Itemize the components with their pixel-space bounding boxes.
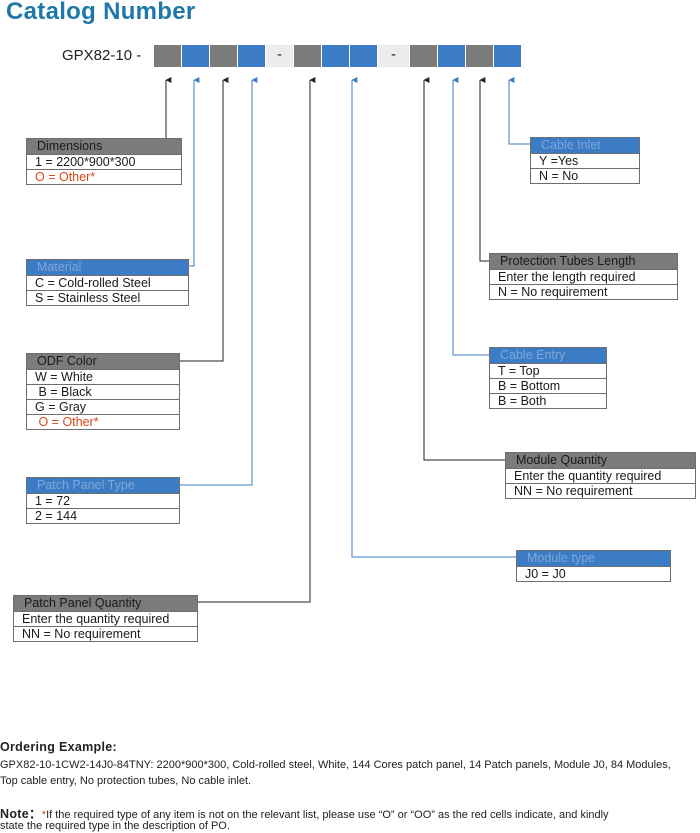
module-quantity-option: Enter the quantity required	[506, 468, 695, 483]
code-cell-patch-panel-type	[238, 45, 266, 67]
code-cell-cable-inlet	[494, 45, 522, 67]
dimensions-header: Dimensions	[27, 139, 181, 154]
code-cell-module-type	[350, 45, 378, 67]
patch-panel-type-option: 2 = 144	[27, 508, 179, 523]
patch-panel-quantity-option: Enter the quantity required	[14, 611, 197, 626]
code-cell-cable-entry	[438, 45, 466, 67]
catalog-prefix: GPX82-10 -	[62, 47, 142, 64]
connector-dimensions	[165, 77, 182, 146]
code-cell-module-qty	[410, 45, 438, 67]
patch-panel-type-option: 1 = 72	[27, 493, 179, 508]
material-box: Material C = Cold-rolled Steel S = Stain…	[26, 259, 189, 306]
dimensions-option-other: O = Other*	[27, 169, 181, 184]
code-cell-odf-color	[210, 45, 238, 67]
protection-tubes-option: Enter the length required	[490, 269, 677, 284]
connector-module-qty	[423, 77, 505, 461]
odf-color-box: ODF Color W = White B = Black G = Gray O…	[26, 353, 180, 430]
connector-patch-panel-type	[180, 77, 258, 486]
connector-material	[188, 77, 200, 267]
cable-inlet-option: N = No	[531, 168, 639, 183]
cable-entry-box: Cable Entry T = Top B = Bottom B = Both	[489, 347, 607, 409]
cable-entry-option: T = Top	[490, 363, 606, 378]
patch-panel-quantity-option: NN = No requirement	[14, 626, 197, 641]
cable-inlet-box: Cable Inlet Y =Yes N = No	[530, 137, 640, 184]
cable-entry-option: B = Both	[490, 393, 606, 408]
connector-protection-tubes	[479, 77, 489, 262]
code-cell-patch-panel-qty-2	[322, 45, 350, 67]
ordering-example-line: Top cable entry, No protection tubes, No…	[0, 775, 252, 787]
code-cell-dash-1: -	[266, 45, 294, 67]
code-cell-dash-2: -	[378, 45, 410, 67]
connector-cable-inlet	[508, 77, 530, 145]
odf-color-option: W = White	[27, 369, 179, 384]
patch-panel-type-header: Patch Panel Type	[27, 478, 179, 493]
ordering-example-line: GPX82-10-1CW2-14J0-84TNY: 2200*900*300, …	[0, 759, 671, 771]
connector-cable-entry	[452, 77, 489, 356]
module-quantity-header: Module Quantity	[506, 453, 695, 468]
connector-odf-color	[180, 77, 229, 362]
cable-inlet-header: Cable Inlet	[531, 138, 639, 153]
odf-color-option: G = Gray	[27, 399, 179, 414]
patch-panel-type-box: Patch Panel Type 1 = 72 2 = 144	[26, 477, 180, 524]
protection-tubes-option: N = No requirement	[490, 284, 677, 299]
note-line: state the required type in the descripti…	[0, 820, 230, 832]
module-quantity-option: NN = No requirement	[506, 483, 695, 498]
note-label: Note：	[0, 807, 42, 821]
module-type-header: Module type	[517, 551, 670, 566]
dimensions-option: 1 = 2200*900*300	[27, 154, 181, 169]
note-text: If the required type of any item is not …	[46, 809, 609, 821]
material-header: Material	[27, 260, 188, 275]
patch-panel-quantity-box: Patch Panel Quantity Enter the quantity …	[13, 595, 198, 642]
code-cell-material	[182, 45, 210, 67]
connector-module-type	[351, 77, 516, 558]
odf-color-option: B = Black	[27, 384, 179, 399]
protection-tubes-header: Protection Tubes Length	[490, 254, 677, 269]
odf-color-header: ODF Color	[27, 354, 179, 369]
code-cell-patch-panel-qty-1	[294, 45, 322, 67]
connector-patch-panel-qty	[198, 77, 316, 603]
module-type-option: J0 = J0	[517, 566, 670, 581]
material-option: C = Cold-rolled Steel	[27, 275, 188, 290]
note-line: Note：*If the required type of any item i…	[0, 803, 609, 822]
cable-inlet-option: Y =Yes	[531, 153, 639, 168]
protection-tubes-box: Protection Tubes Length Enter the length…	[489, 253, 678, 300]
patch-panel-quantity-header: Patch Panel Quantity	[14, 596, 197, 611]
code-cell-dimensions	[154, 45, 182, 67]
page-title: Catalog Number	[6, 0, 196, 25]
ordering-example-label: Ordering Example:	[0, 740, 117, 754]
module-quantity-box: Module Quantity Enter the quantity requi…	[505, 452, 696, 499]
cable-entry-header: Cable Entry	[490, 348, 606, 363]
code-cell-protection-tubes	[466, 45, 494, 67]
note-star: *	[41, 809, 47, 821]
cable-entry-option: B = Bottom	[490, 378, 606, 393]
odf-color-option-other: O = Other*	[27, 414, 179, 429]
module-type-box: Module type J0 = J0	[516, 550, 671, 582]
material-option: S = Stainless Steel	[27, 290, 188, 305]
dimensions-box: Dimensions 1 = 2200*900*300 O = Other*	[26, 138, 182, 185]
